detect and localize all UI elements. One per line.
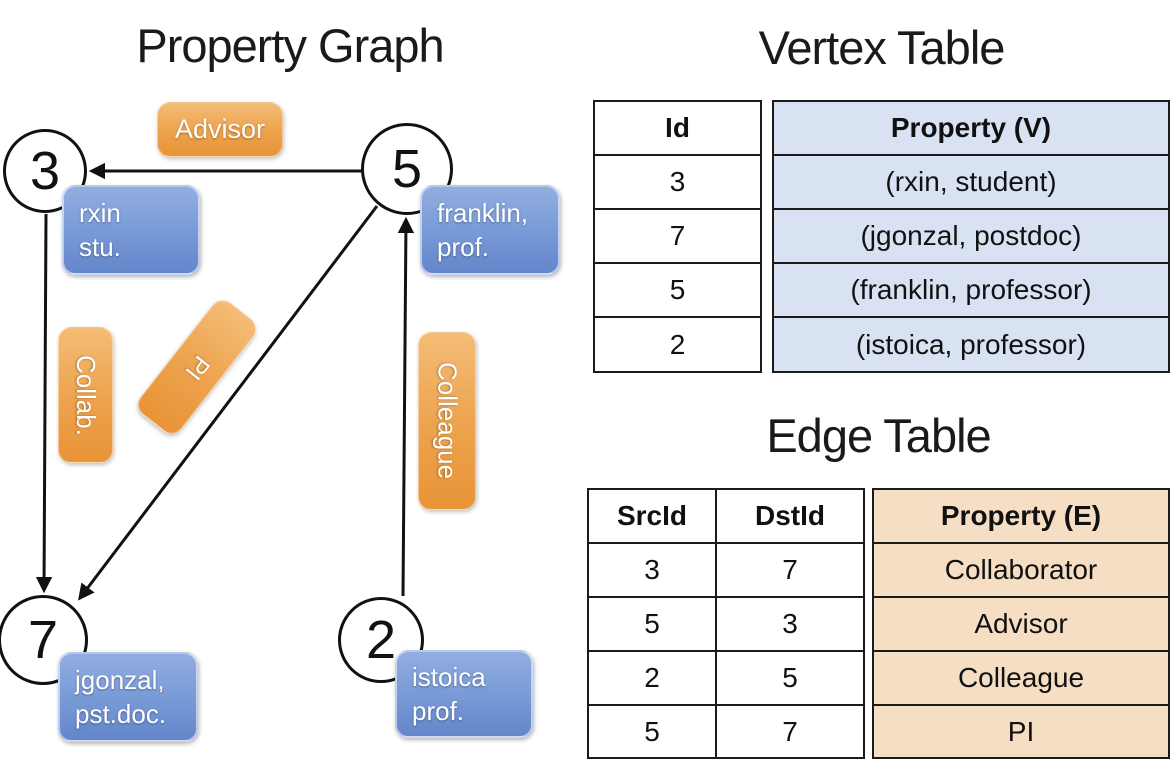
vertex-label-jgonzal-line1: jgonzal, — [75, 664, 165, 695]
vertex-label-istoica-line1: istoica — [412, 661, 486, 692]
vertex-label-istoica: istoica prof. — [395, 650, 533, 738]
edge-label-pi-text: PI — [179, 350, 216, 385]
edge-table-property-cell: Advisor — [874, 598, 1168, 652]
vertex-label-rxin-line2: stu. — [79, 232, 121, 262]
vertex-table-id-cell: 5 — [595, 264, 760, 318]
edge-label-colleague-text: Colleague — [432, 362, 463, 480]
vertex-node-5-id: 5 — [391, 139, 423, 199]
vertex-label-rxin-line1: rxin — [79, 197, 121, 228]
vertex-node-3-id: 3 — [29, 141, 61, 201]
edge-table-property-cell: PI — [874, 706, 1168, 757]
vertex-table-id-cell: 2 — [669, 328, 686, 360]
edge-label-advisor-text: Advisor — [174, 114, 266, 144]
edge-label-colleague: Colleague — [418, 332, 476, 510]
edge-label-advisor: Advisor — [157, 102, 283, 157]
edge-table-dst-cell: 7 — [782, 715, 798, 747]
edge-table-title: Edge Table — [766, 409, 991, 462]
vertex-table-title: Vertex Table — [758, 21, 1006, 74]
vertex-node-7-id: 7 — [27, 610, 59, 670]
vertex-label-jgonzal: jgonzal, pst.doc. — [58, 652, 198, 742]
vertex-node-2-id: 2 — [365, 610, 397, 670]
vertex-label-franklin-line2: prof. — [437, 232, 490, 262]
edge-table-src-header: SrcId — [589, 490, 717, 542]
vertex-table-property-cell: (franklin, professor) — [774, 264, 1168, 318]
property-graph-title: Property Graph — [136, 19, 444, 72]
vertex-table-property-cell: (istoica, professor) — [774, 318, 1168, 371]
edge-table-property-column: Property (E) Collaborator Advisor Collea… — [872, 488, 1170, 759]
vertex-table-property-header: Property (V) — [774, 102, 1168, 156]
vertex-table-id-cell: 3 — [595, 156, 760, 210]
vertex-label-rxin: rxin stu. — [62, 185, 200, 275]
edge-table-dst-cell: 5 — [782, 662, 798, 693]
edge-table-dst-header: DstId — [755, 500, 825, 531]
edge-table-property-header: Property (E) — [874, 490, 1168, 544]
vertex-table-id-header: Id — [595, 102, 760, 156]
edge-label-collab-text: Collab. — [71, 354, 101, 436]
graph-edges-svg — [35, 162, 415, 601]
vertex-table-id-cell: 7 — [595, 210, 760, 264]
edge-table-property-cell: Colleague — [874, 652, 1168, 706]
edge-table-id-columns: SrcId DstId 3 7 5 3 2 5 5 7 — [587, 488, 865, 759]
edge-table-src-cell: 5 — [589, 706, 717, 757]
edge-table-src-cell: 5 — [589, 598, 717, 650]
edge-label-collab: Collab. — [58, 327, 113, 463]
vertex-node-5: 5 — [361, 123, 453, 215]
vertex-label-jgonzal-line2: pst.doc. — [75, 699, 167, 729]
edge-table-dst-cell: 3 — [782, 608, 798, 639]
vertex-table-property-cell: (rxin, student) — [774, 156, 1168, 210]
vertex-table-property-column: Property (V) (rxin, student) (jgonzal, p… — [772, 100, 1170, 373]
vertex-label-istoica-line2: prof. — [412, 696, 465, 726]
vertex-label-franklin: franklin, prof. — [420, 185, 560, 275]
edge-table-src-cell: 3 — [589, 544, 717, 596]
vertex-table-property-cell: (jgonzal, postdoc) — [774, 210, 1168, 264]
edge-table-property-cell: Collaborator — [874, 544, 1168, 598]
edge-5-to-7 — [78, 205, 379, 601]
edge-2-to-5 — [397, 216, 415, 597]
vertex-node-2: 2 — [338, 597, 424, 683]
edge-table-dst-cell: 7 — [782, 554, 798, 585]
vertex-table-id-column: Id 3 7 5 2 — [593, 100, 762, 373]
edge-3-to-7 — [35, 213, 53, 594]
vertex-label-franklin-line1: franklin, — [437, 197, 529, 228]
edge-table-src-cell: 2 — [589, 652, 717, 704]
